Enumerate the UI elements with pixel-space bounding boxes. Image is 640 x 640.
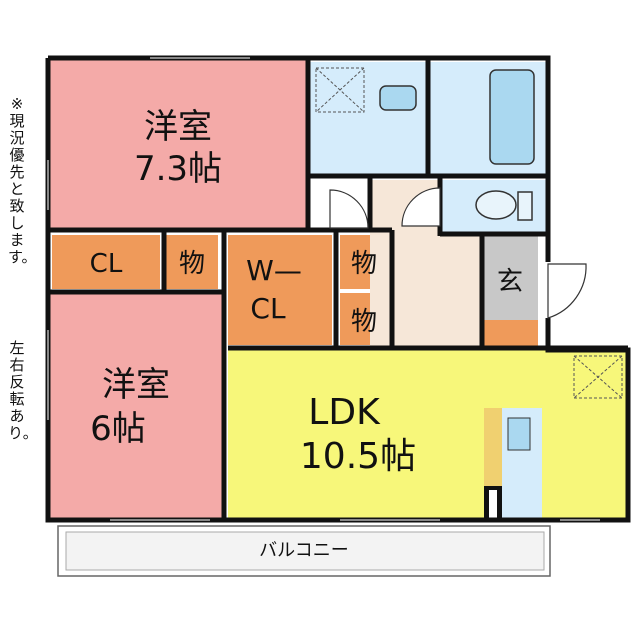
sink-icon <box>507 417 531 451</box>
windows <box>47 57 600 521</box>
kitchen-shelf <box>484 408 502 486</box>
closet-label: CL <box>90 249 123 279</box>
western-room-2-size: 6帖 <box>90 409 146 449</box>
storage-1 <box>166 235 218 289</box>
storage-1-label: 物 <box>179 249 205 279</box>
bathtub-icon <box>489 69 535 165</box>
wic-label-line2: CL <box>250 292 286 325</box>
western-room-1-size: 7.3帖 <box>134 149 222 189</box>
western-room-1 <box>50 60 308 228</box>
western-room-2-name: 洋室 <box>102 365 170 405</box>
toilet-tank-icon <box>517 191 533 221</box>
ldk-name: LDK <box>308 392 381 433</box>
note-mirror: 左右反転あり。 <box>8 339 38 442</box>
storage-3-label: 物 <box>351 307 377 337</box>
wic-label-line1: W— <box>246 254 302 287</box>
washroom <box>310 62 428 174</box>
entrance <box>484 236 538 320</box>
storage-2-label: 物 <box>351 249 377 279</box>
western-room-2 <box>50 292 222 518</box>
fridge-inner <box>489 490 497 518</box>
washbasin-icon <box>379 85 417 111</box>
walls <box>45 55 631 523</box>
washing-machine-space <box>315 67 365 113</box>
door-swings <box>329 187 587 319</box>
western-room-1-name: 洋室 <box>144 107 212 147</box>
balcony-inner <box>65 531 545 571</box>
balcony-label: バルコニー <box>259 540 349 561</box>
toilet-icon <box>475 190 517 220</box>
shoe-storage <box>484 320 538 348</box>
note-current-condition: ※現況優先と致します。 <box>8 95 37 266</box>
closet <box>52 235 160 289</box>
ldk-room <box>228 350 628 518</box>
walk-in-closet <box>228 235 332 345</box>
ldk-size: 10.5帖 <box>300 436 416 477</box>
hallway-lower <box>400 236 482 350</box>
entrance-label: 玄 <box>497 267 523 297</box>
